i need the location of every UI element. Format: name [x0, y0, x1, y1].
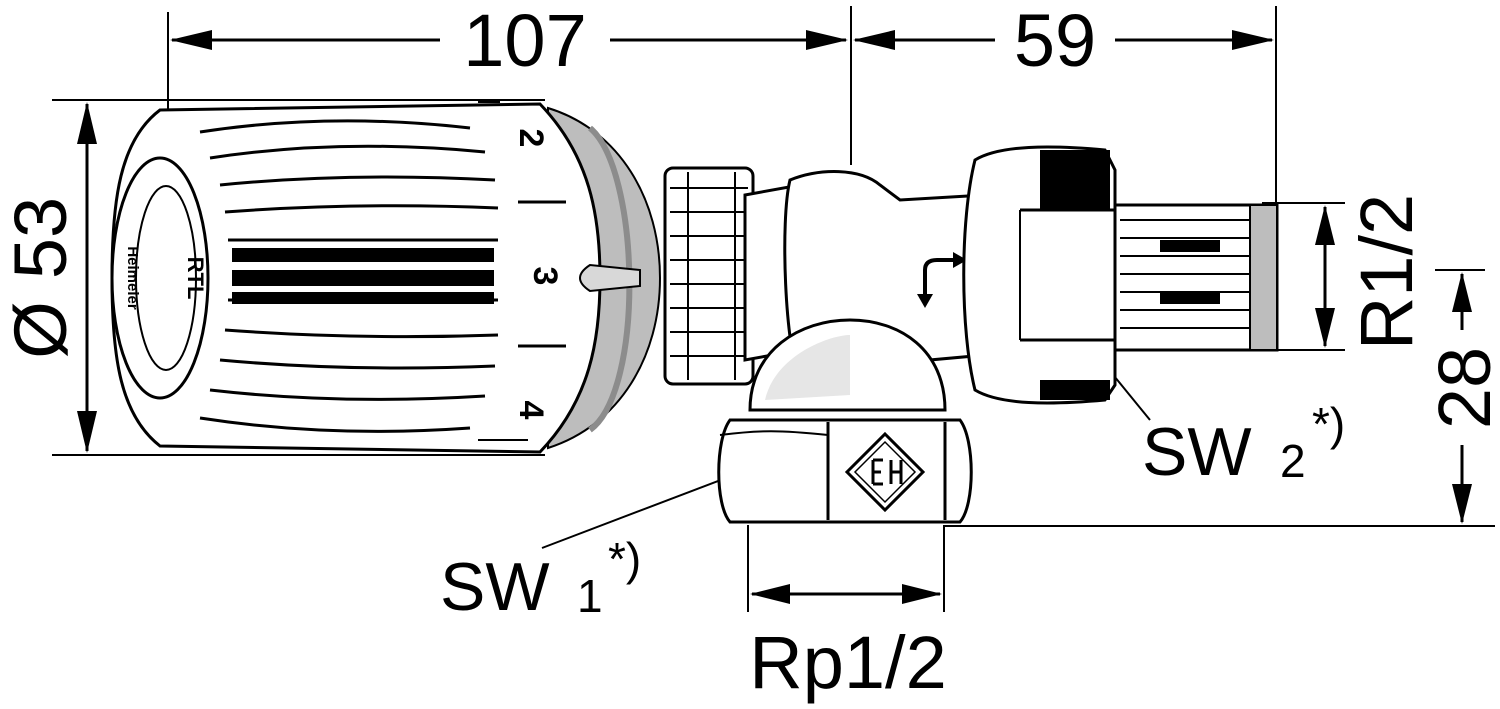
sw2-note: *)	[1312, 398, 1345, 450]
diameter-symbol: Ø	[0, 301, 82, 359]
certification-mark-icon	[844, 431, 926, 513]
sw1-note: *)	[608, 533, 641, 585]
dimension-height: 28	[1423, 347, 1500, 429]
dimension-thread-outlet: R1/2	[1345, 194, 1428, 350]
dimension-overall-length: 107	[463, 0, 586, 82]
union-nut-sw2	[962, 145, 1117, 405]
diameter-value: 53	[0, 197, 82, 279]
connection-nut	[663, 166, 755, 386]
threaded-tailpiece	[1113, 203, 1279, 352]
wrench-label-sw2: SW 2 *)	[1142, 398, 1345, 490]
model-label: RTL	[183, 257, 208, 300]
scale-mark-2: 2	[512, 129, 550, 148]
sw1-main: SW	[440, 549, 550, 625]
dimension-lines	[52, 6, 1495, 612]
scale-mark-3: 3	[526, 267, 564, 286]
scale-mark-4: 4	[512, 401, 550, 420]
flow-arrow-icon	[917, 252, 967, 308]
sw1-index: 1	[577, 570, 603, 622]
thermostat-head: Heimeier RTL 2 3 4	[110, 101, 662, 454]
dimension-diameter: Ø 53	[0, 197, 82, 359]
hex-nut-sw1	[717, 418, 973, 524]
dimension-thread-inlet: Rp1/2	[749, 621, 946, 704]
brand-label: Heimeier	[124, 246, 141, 310]
valve-body	[743, 170, 988, 412]
dimension-tail-length: 59	[1014, 0, 1096, 82]
sw2-index: 2	[1280, 435, 1306, 487]
sw2-main: SW	[1142, 414, 1252, 490]
wrench-label-sw1: SW 1 *)	[440, 533, 641, 625]
